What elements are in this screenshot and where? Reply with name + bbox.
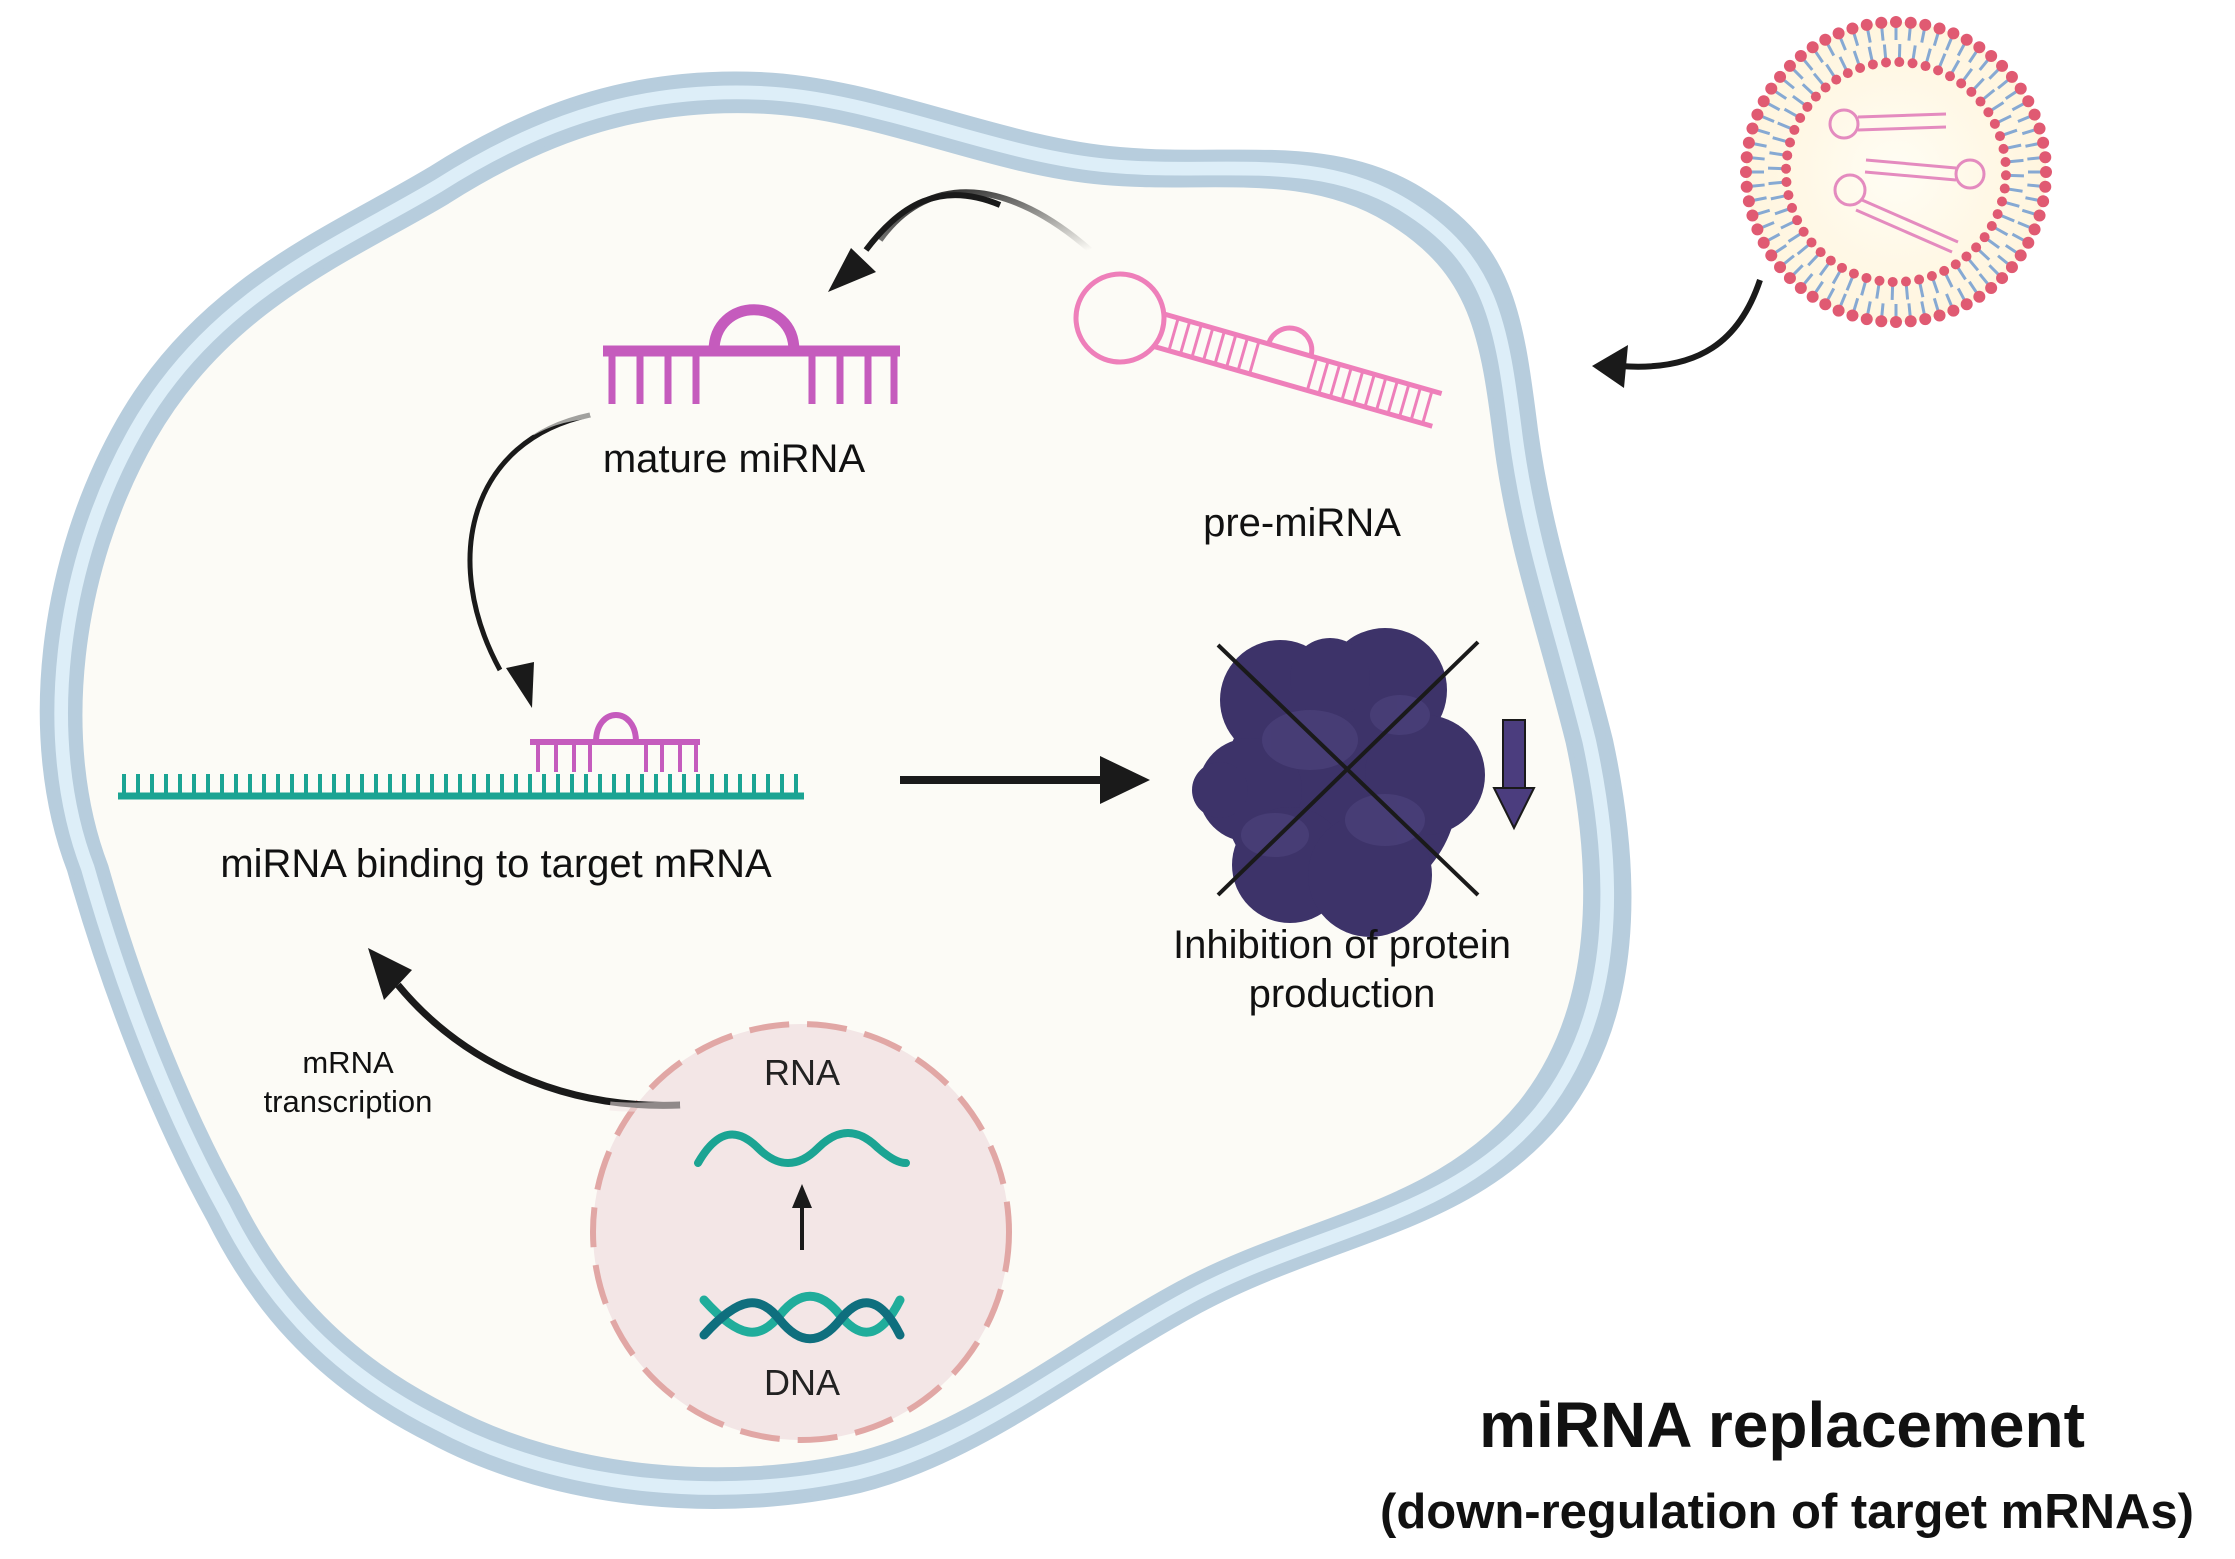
dna-label: DNA bbox=[764, 1362, 840, 1403]
diagram-subtitle: (down-regulation of target mRNAs) bbox=[1380, 1485, 2194, 1539]
vesicle-hairpin-3 bbox=[1833, 173, 1959, 254]
cell-membrane-inner bbox=[54, 85, 1615, 1495]
pre-mirna-label: pre-miRNA bbox=[1203, 501, 1401, 545]
mrna-transcription-label-line1: mRNA bbox=[302, 1045, 394, 1080]
arrow-pre-to-mature-head bbox=[828, 248, 876, 292]
arrow-vesicle-to-cell bbox=[1619, 279, 1763, 370]
target-mrna bbox=[118, 774, 804, 800]
bound-mirna bbox=[530, 712, 700, 772]
rna-strand bbox=[694, 1129, 910, 1167]
arrow-mature-to-binding-head bbox=[506, 662, 534, 708]
vesicle-bilayer-inner bbox=[1768, 44, 2024, 300]
cross-out-icon bbox=[1216, 640, 1480, 897]
arrow-transcription-head bbox=[368, 948, 412, 1000]
decrease-arrow-icon bbox=[1492, 719, 1536, 831]
binding-label: miRNA binding to target mRNA bbox=[220, 842, 772, 886]
vesicle-hairpin-1 bbox=[1828, 108, 1947, 140]
inhibition-label-line1: Inhibition of protein bbox=[1173, 923, 1511, 967]
arrow-binding-to-protein-head bbox=[1100, 756, 1150, 804]
arrow-pre-to-mature-body bbox=[863, 192, 1002, 252]
vesicle-bilayer-outer bbox=[1740, 16, 2052, 328]
mrna-transcription-label-line2: transcription bbox=[264, 1084, 433, 1119]
dna-double-helix bbox=[699, 1291, 905, 1344]
arrow-mature-to-binding bbox=[467, 412, 591, 672]
vesicle-hairpin-2 bbox=[1864, 158, 1986, 190]
cell bbox=[39, 71, 1632, 1509]
transcription-arrow bbox=[792, 1184, 812, 1250]
cytoplasm bbox=[76, 107, 1589, 1473]
rna-label: RNA bbox=[764, 1052, 840, 1093]
inhibition-label-line2: production bbox=[1249, 972, 1436, 1016]
arrow-vesicle-to-cell-head bbox=[1592, 345, 1628, 388]
mature-mirna bbox=[603, 304, 900, 404]
pre-mirna-hairpin bbox=[1073, 271, 1443, 429]
vesicle bbox=[1740, 16, 2052, 328]
mature-mirna-label: mature miRNA bbox=[603, 437, 866, 481]
diagram-title: miRNA replacement bbox=[1479, 1389, 2085, 1461]
